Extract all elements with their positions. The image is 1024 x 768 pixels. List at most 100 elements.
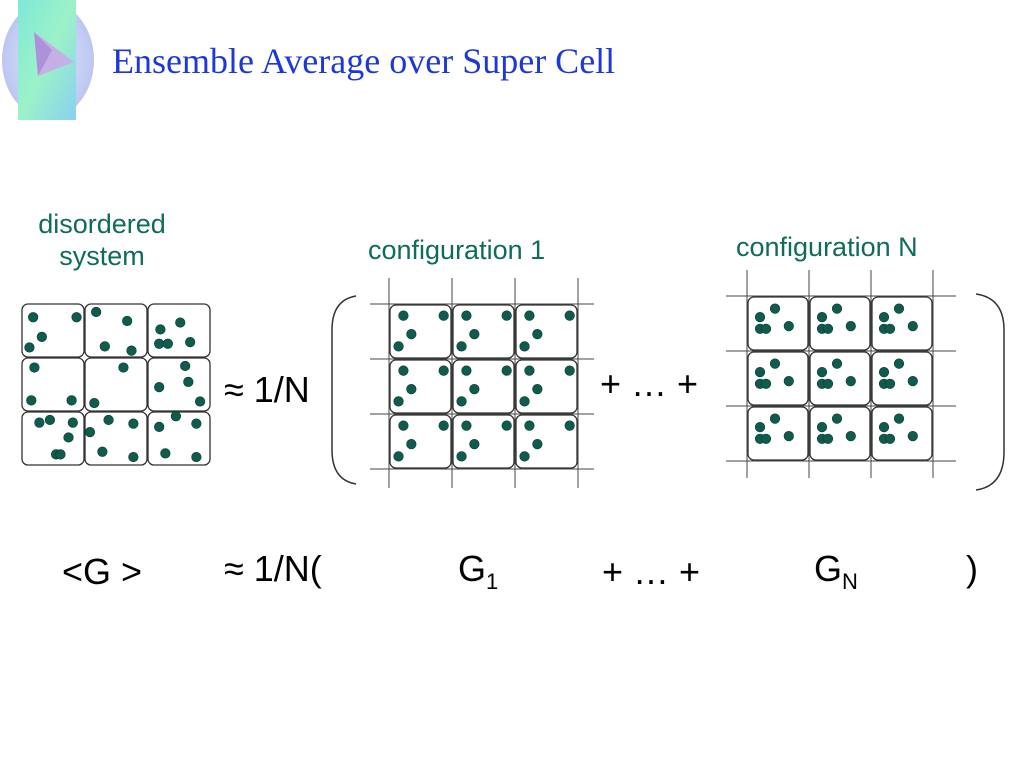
confign-atom: [831, 303, 843, 314]
disordered-atom: [44, 414, 56, 426]
confign-atom: [907, 376, 918, 387]
confign-atom: [816, 422, 828, 433]
confign-atom: [907, 431, 918, 442]
config1-atom: [532, 329, 543, 340]
config1-atom: [398, 310, 409, 321]
config1-atom: [438, 365, 449, 376]
confign-atom: [822, 378, 834, 389]
plus-ellipsis-top: + … +: [600, 363, 699, 404]
label-configuration-n: configuration N: [736, 232, 918, 262]
config1-atom: [564, 420, 575, 431]
g-sub-n: GN: [814, 549, 858, 593]
config1-atom: [519, 396, 530, 407]
disordered-atom: [155, 324, 166, 335]
config1-atom: [564, 365, 575, 376]
config1-atom: [519, 341, 530, 352]
confign-cell: [871, 406, 933, 461]
disordered-atom: [180, 360, 191, 372]
confign-cell: [871, 296, 933, 351]
confign-atom: [845, 431, 856, 442]
g1-base: G: [458, 548, 487, 589]
label-disordered-text: disordered system: [38, 209, 166, 271]
confign-atom: [893, 358, 905, 369]
disordered-atom: [24, 342, 35, 353]
confign-atom: [816, 312, 828, 323]
config1-atom: [456, 451, 467, 462]
disordered-atom: [160, 448, 171, 459]
confign-atom: [845, 376, 856, 387]
config1-atom: [393, 396, 404, 407]
config1-atom: [469, 439, 480, 450]
confign-atom: [760, 433, 772, 444]
disordered-atom: [28, 312, 39, 323]
slide-logo: [2, 0, 94, 120]
confign-cell: [809, 351, 871, 406]
confign-atom: [769, 358, 781, 369]
config1-atom: [398, 420, 409, 431]
disordered-atom: [29, 362, 40, 373]
disordered-atom: [99, 341, 110, 352]
slide-title: Ensemble Average over Super Cell: [112, 41, 616, 81]
confign-atom: [816, 367, 828, 378]
disordered-atom: [122, 315, 133, 327]
confign-atom: [760, 378, 772, 389]
disordered-atom: [26, 395, 37, 406]
confign-atom: [878, 367, 890, 378]
confign-atom: [878, 312, 890, 323]
confign-atom: [769, 303, 781, 314]
disordered-atom: [84, 427, 96, 438]
confign-cell: [747, 296, 809, 351]
disordered-atom: [71, 312, 82, 323]
config1-atom: [398, 365, 409, 376]
confign-atom: [783, 376, 794, 387]
disordered-atom: [170, 411, 181, 422]
confign-atom: [884, 378, 896, 389]
config1-atom: [456, 396, 467, 407]
config1-atom: [524, 310, 535, 321]
disordered-atom: [154, 382, 165, 393]
confign-atom: [822, 433, 834, 444]
disordered-atom: [118, 362, 129, 373]
disordered-atom: [126, 345, 137, 356]
disordered-atom: [162, 338, 173, 349]
confign-atom: [754, 422, 766, 433]
label-disordered-system: disordered system: [22, 208, 182, 272]
disordered-cell: [84, 357, 148, 412]
config1-atom: [501, 420, 512, 431]
disordered-atom: [66, 395, 77, 406]
confign-atom: [845, 321, 856, 332]
confign-atom: [907, 321, 918, 332]
close-paren: ): [966, 548, 978, 589]
disordered-atom: [128, 418, 139, 429]
config1-atom: [519, 451, 530, 462]
disordered-atom: [103, 414, 114, 426]
disordered-atom: [91, 306, 102, 318]
confign-cell: [809, 406, 871, 461]
confign-atom: [831, 413, 843, 424]
config1-atom: [406, 439, 417, 450]
right-bracket: [975, 293, 1005, 491]
config1-atom: [438, 420, 449, 431]
config1-atom: [393, 451, 404, 462]
confign-atom: [783, 431, 794, 442]
confign-atom: [769, 413, 781, 424]
confign-cell: [747, 406, 809, 461]
disordered-atom: [185, 337, 196, 348]
config1-atom: [461, 365, 472, 376]
left-bracket: [331, 295, 357, 485]
configuration-1-grid: [370, 278, 594, 488]
disordered-atom: [55, 449, 66, 460]
confign-cell: [871, 351, 933, 406]
confign-atom: [831, 358, 843, 369]
config1-atom: [564, 310, 575, 321]
disordered-atom: [191, 451, 202, 463]
gn-subscript: N: [842, 569, 858, 594]
config1-atom: [406, 329, 417, 340]
disordered-atom: [154, 421, 165, 432]
confign-atom: [893, 303, 905, 314]
confign-atom: [754, 312, 766, 323]
confign-atom: [754, 367, 766, 378]
ensemble-average-g: <G >: [62, 551, 143, 592]
config1-atom: [461, 310, 472, 321]
config1-atom: [532, 439, 543, 450]
